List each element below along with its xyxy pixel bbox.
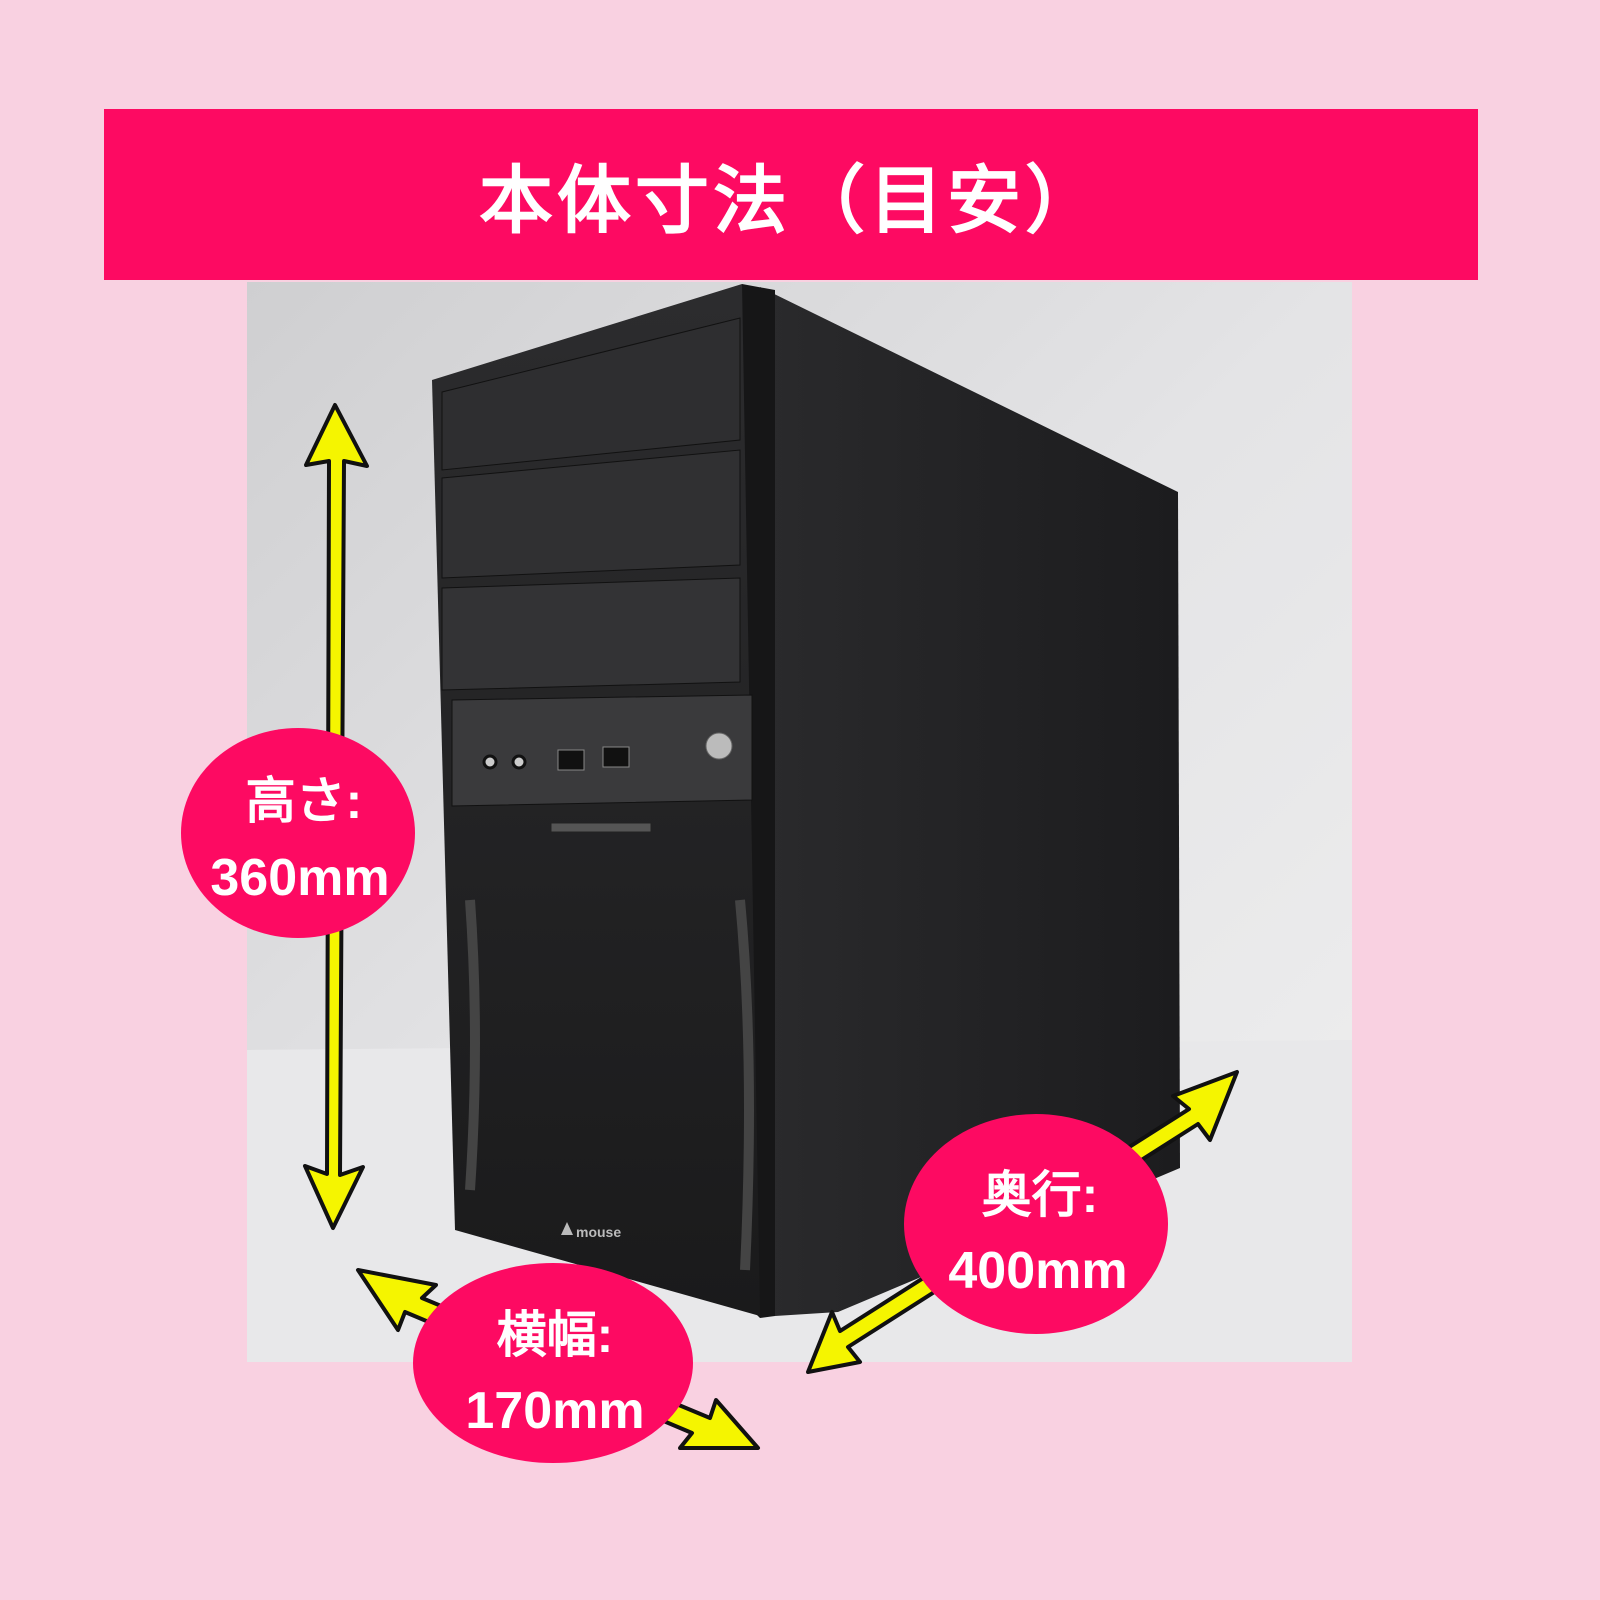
- front-grip-right: [735, 899, 754, 1271]
- pc-tower: mouse: [432, 284, 1180, 1318]
- height-callout: 高さ: 360mm: [181, 728, 415, 938]
- drive-bay-3: [441, 577, 741, 691]
- front-grip-left: [465, 899, 480, 1191]
- usb-port-icon: [602, 746, 630, 768]
- brand-logo: mouse: [576, 1224, 621, 1240]
- title-banner: 本体寸法（目安）: [104, 109, 1478, 280]
- io-panel: [451, 694, 753, 807]
- mouse-logo-icon: [561, 1222, 573, 1235]
- side-panel: [760, 287, 1180, 1316]
- drive-bay-2: [441, 449, 741, 579]
- depth-callout: 奥行: 400mm: [904, 1114, 1168, 1334]
- height-label: 高さ:: [246, 773, 363, 829]
- audio-jack-icon: [482, 754, 498, 770]
- depth-value: 400mm: [948, 1242, 1127, 1300]
- card-reader-slot: [550, 822, 652, 833]
- drive-bay-1: [441, 317, 741, 471]
- usb-port-icon: [557, 749, 585, 771]
- width-value: 170mm: [465, 1382, 644, 1440]
- depth-label: 奥行:: [982, 1167, 1099, 1223]
- mic-jack-icon: [511, 754, 527, 770]
- power-button-icon: [705, 732, 733, 760]
- width-callout: 横幅: 170mm: [413, 1263, 693, 1463]
- width-label: 横幅:: [497, 1307, 614, 1363]
- page-title: 本体寸法（目安）: [479, 158, 1103, 244]
- height-value: 360mm: [210, 849, 389, 907]
